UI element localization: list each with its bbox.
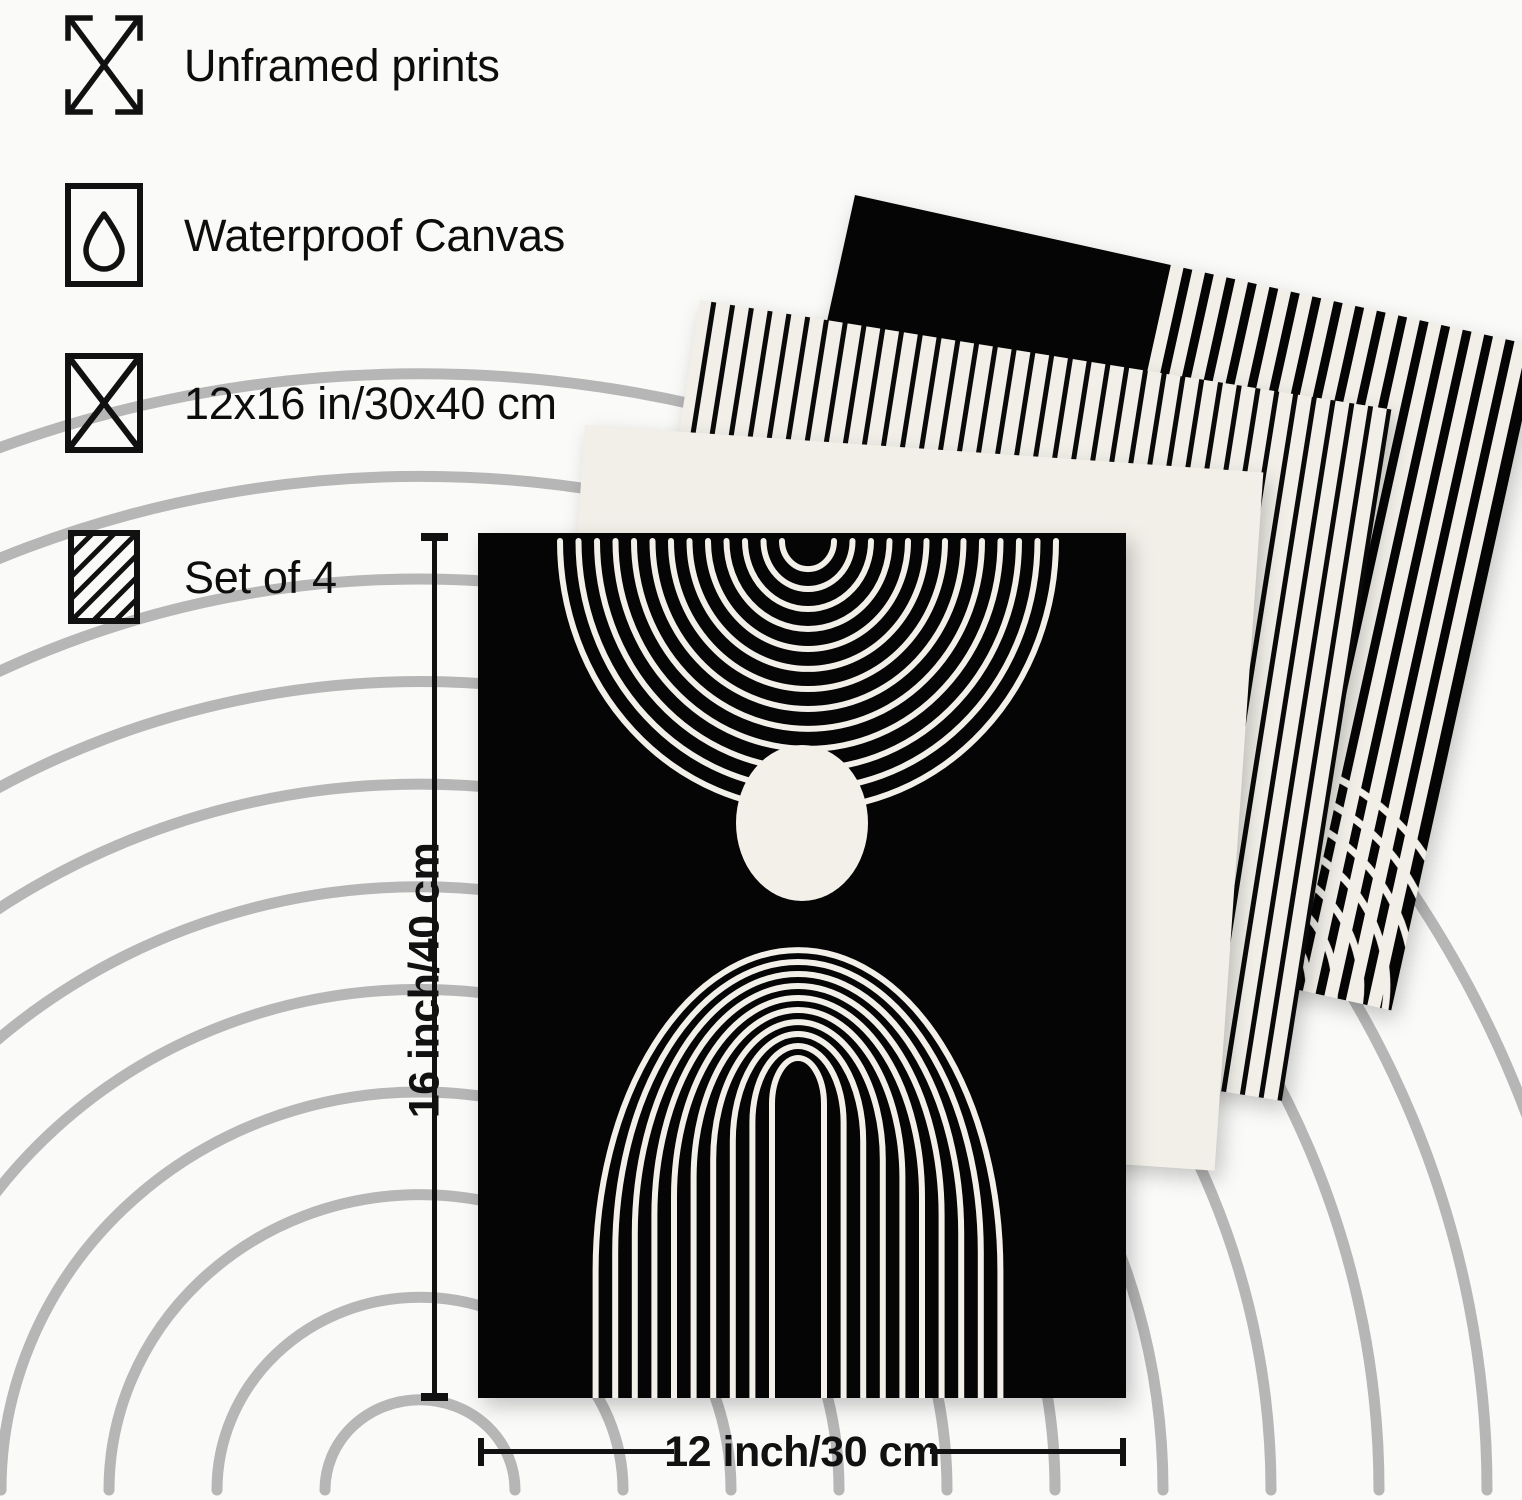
feature-item-size: 12x16 in/30x40 cm [60,348,557,458]
print-arch-and-sun [478,533,1126,1398]
water-droplet-in-rectangle-icon [60,180,148,290]
width-dimension-line [478,1432,1126,1472]
feature-item-waterproof-canvas: Waterproof Canvas [60,180,565,290]
hatched-rectangle-icon [60,522,148,632]
feature-item-unframed-prints: Unframed prints [60,10,500,120]
expand-arrows-in-corners-icon [60,10,148,120]
feature-label: Waterproof Canvas [184,209,565,261]
height-dimension-line [421,533,448,1401]
feature-label: 12x16 in/30x40 cm [184,377,557,429]
height-dimension-label: 16 inch/40 cm [400,842,449,1118]
feature-label: Unframed prints [184,39,500,91]
sun-oval [736,745,868,901]
crossed-rectangle-icon [60,348,148,458]
feature-item-set-of-4: Set of 4 [60,522,337,632]
feature-label: Set of 4 [184,551,337,603]
width-dimension-label-wrap: 12 inch/30 cm [478,1427,1126,1476]
width-dimension-label: 12 inch/30 cm [664,1427,940,1476]
